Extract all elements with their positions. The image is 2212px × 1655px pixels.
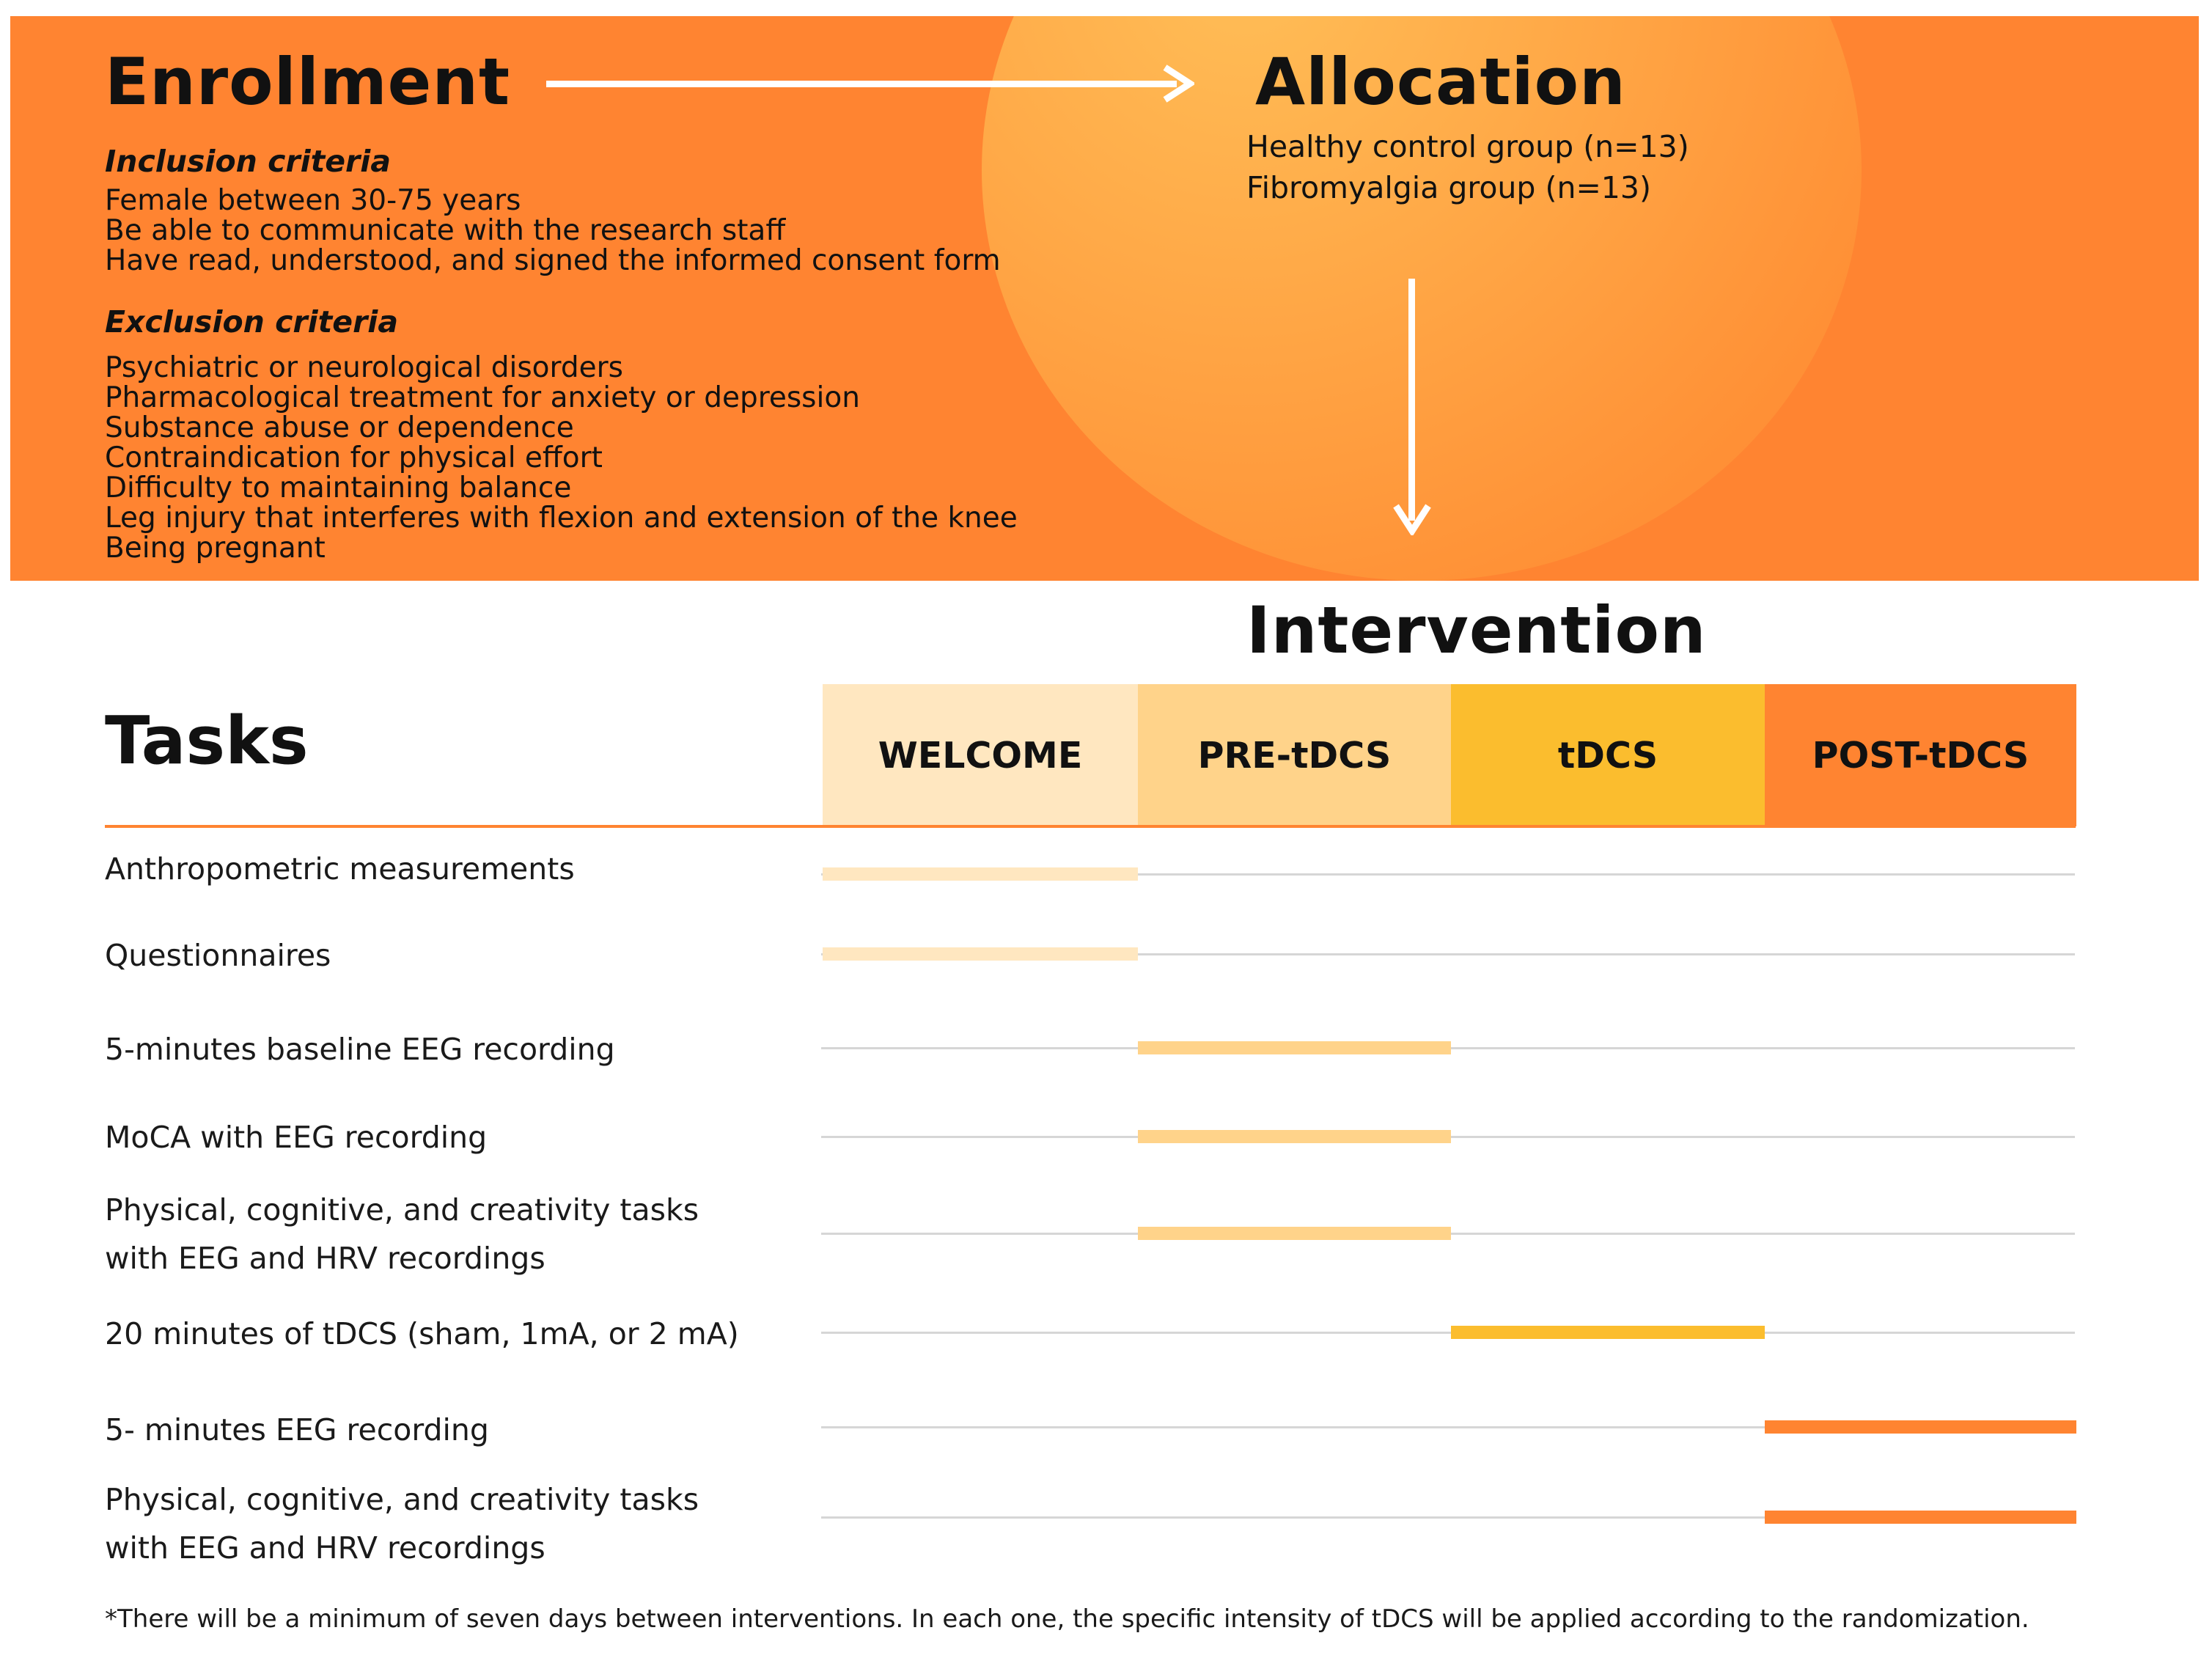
- footnote: *There will be a minimum of seven days b…: [105, 1604, 2029, 1634]
- task-bar: [823, 947, 1138, 961]
- task-bar: [1138, 1227, 1451, 1240]
- arrow-allocation-to-intervention: [1408, 279, 1415, 521]
- task-label: Questionnaires: [105, 938, 331, 973]
- task-label: Physical, cognitive, and creativity task…: [105, 1192, 699, 1276]
- exclusion-criteria-list: Psychiatric or neurological disorders Ph…: [105, 353, 1018, 563]
- inclusion-criteria-list: Female between 30-75 years Be able to co…: [105, 186, 1001, 276]
- task-label: Anthropometric measurements: [105, 851, 575, 887]
- task-track: [821, 1332, 2075, 1334]
- exclusion-item: Difficulty to maintaining balance: [105, 471, 572, 504]
- allocation-group: Healthy control group (n=13): [1246, 129, 1689, 164]
- exclusion-item: Leg injury that interferes with flexion …: [105, 502, 1018, 535]
- tasks-title: Tasks: [105, 702, 309, 779]
- inclusion-item: Be able to communicate with the research…: [105, 214, 786, 247]
- arrow-enrollment-to-allocation: [546, 81, 1177, 87]
- allocation-title: Allocation: [1255, 44, 1626, 120]
- task-bar: [1765, 1420, 2076, 1434]
- task-track: [821, 873, 2075, 876]
- exclusion-item: Being pregnant: [105, 532, 326, 565]
- exclusion-item: Pharmacological treatment for anxiety or…: [105, 381, 860, 414]
- phase-welcome: WELCOME: [823, 684, 1138, 826]
- task-label: MoCA with EEG recording: [105, 1120, 488, 1155]
- arrow-head-down-icon: [1393, 504, 1431, 535]
- task-bar: [823, 867, 1138, 881]
- task-label: 5-minutes baseline EEG recording: [105, 1032, 615, 1067]
- exclusion-criteria-heading: Exclusion criteria: [105, 304, 399, 340]
- inclusion-item: Have read, understood, and signed the in…: [105, 244, 1001, 277]
- exclusion-item: Substance abuse or dependence: [105, 411, 574, 444]
- allocation-groups: Healthy control group (n=13) Fibromyalgi…: [1246, 126, 1689, 208]
- task-track: [821, 1516, 2075, 1519]
- allocation-group: Fibromyalgia group (n=13): [1246, 170, 1651, 205]
- header-divider: [105, 825, 2076, 828]
- inclusion-item: Female between 30-75 years: [105, 184, 521, 217]
- task-bar: [1138, 1041, 1451, 1054]
- task-bar: [1138, 1130, 1451, 1143]
- task-label: 20 minutes of tDCS (sham, 1mA, or 2 mA): [105, 1316, 739, 1351]
- exclusion-item: Contraindication for physical effort: [105, 441, 603, 474]
- inclusion-criteria-heading: Inclusion criteria: [105, 144, 392, 179]
- phase-tdcs: tDCS: [1451, 684, 1765, 826]
- task-track: [821, 953, 2075, 955]
- task-bar: [1451, 1326, 1765, 1339]
- task-track: [821, 1426, 2075, 1428]
- task-bar: [1765, 1511, 2076, 1524]
- enrollment-title: Enrollment: [105, 44, 511, 120]
- phase-pre-tdcs: PRE-tDCS: [1138, 684, 1451, 826]
- arrow-head-right-icon: [1163, 65, 1194, 103]
- exclusion-item: Psychiatric or neurological disorders: [105, 351, 623, 384]
- phase-post-tdcs: POST-tDCS: [1765, 684, 2076, 826]
- enrollment-allocation-panel: [10, 16, 2199, 581]
- intervention-title: Intervention: [1246, 592, 1707, 668]
- task-label: Physical, cognitive, and creativity task…: [105, 1482, 699, 1566]
- task-label: 5- minutes EEG recording: [105, 1412, 489, 1447]
